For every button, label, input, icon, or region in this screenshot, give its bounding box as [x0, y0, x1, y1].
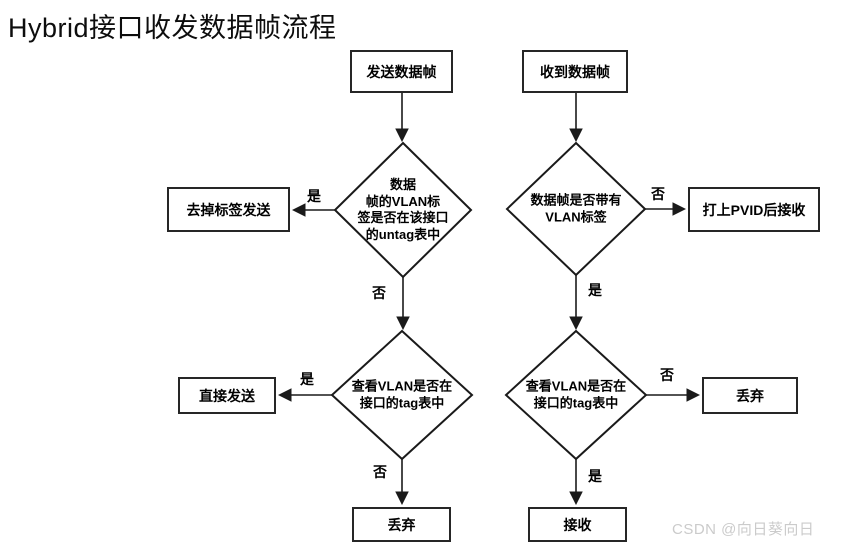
recv-decision1-diamond — [505, 141, 647, 277]
send-untag-action-node: 去掉标签发送 — [167, 187, 290, 232]
receive-accept-node: 接收 — [528, 507, 627, 542]
send-decision2-diamond — [330, 329, 474, 461]
receive-decision2-yes-label: 是 — [588, 468, 602, 484]
send-direct-action-node: 直接发送 — [178, 377, 276, 414]
send-decision2-no-label: 否 — [373, 464, 387, 480]
send-discard-node: 丢弃 — [352, 507, 451, 542]
receive-discard-node: 丢弃 — [702, 377, 798, 414]
page-title: Hybrid接口收发数据帧流程 — [8, 13, 337, 43]
recv-decision2-diamond — [504, 329, 648, 461]
receive-decision1-no-label: 否 — [651, 186, 665, 202]
receive-pvid-action-node: 打上PVID后接收 — [688, 187, 820, 232]
watermark: CSDN @向日葵向日 — [672, 521, 815, 538]
send-start-node: 发送数据帧 — [350, 50, 453, 93]
send-decision1-yes-label: 是 — [307, 188, 321, 204]
receive-start-node: 收到数据帧 — [522, 50, 628, 93]
send-decision2-yes-label: 是 — [300, 371, 314, 387]
send-decision1-diamond — [333, 141, 473, 279]
send-decision1-no-label: 否 — [372, 285, 386, 301]
receive-decision2-no-label: 否 — [660, 367, 674, 383]
receive-decision1-yes-label: 是 — [588, 282, 602, 298]
